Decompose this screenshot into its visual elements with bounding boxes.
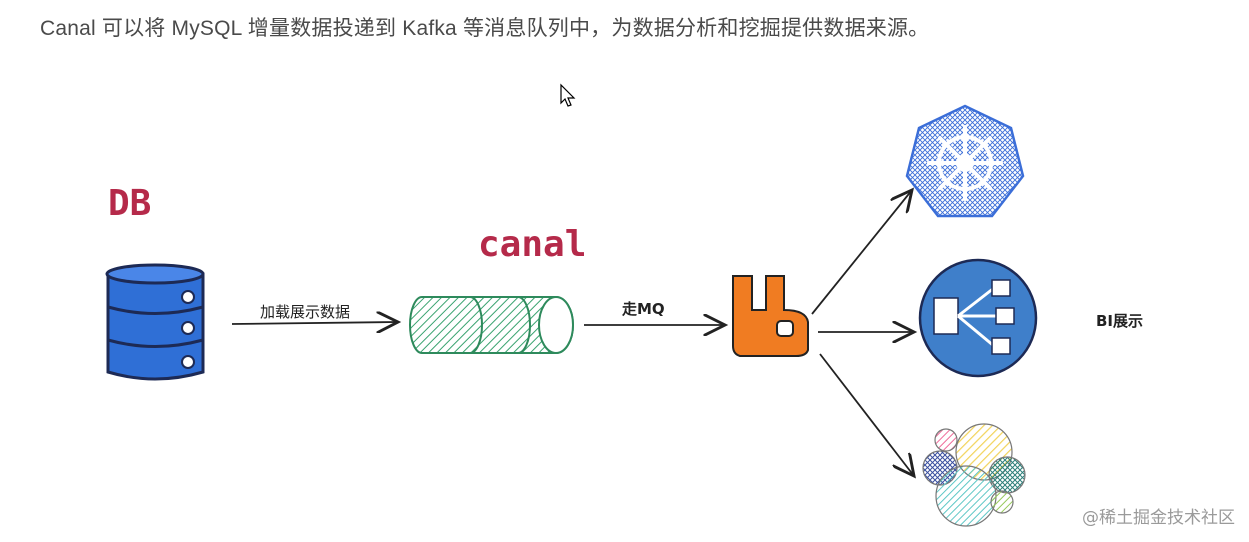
share-network-icon xyxy=(918,258,1038,378)
arrow1-label: 加载展示数据 xyxy=(260,303,350,321)
canal-pipe-icon xyxy=(409,296,574,354)
elastic-cluster-icon xyxy=(922,423,1026,527)
canal-label: canal xyxy=(478,224,586,265)
arrow-mq-to-k8s xyxy=(811,190,912,315)
arrow-mq-to-elastic xyxy=(819,353,914,476)
rabbitmq-icon xyxy=(732,275,809,357)
arrow2-label: 走MQ xyxy=(622,300,665,318)
cursor-icon xyxy=(560,83,576,107)
arrow-db-to-canal xyxy=(231,322,398,324)
watermark: @稀土掘金技术社区 xyxy=(1082,508,1235,528)
kubernetes-icon xyxy=(905,104,1025,218)
intro-text: Canal 可以将 MySQL 增量数据投递到 Kafka 等消息队列中，为数据… xyxy=(40,17,930,40)
database-icon xyxy=(105,263,205,381)
db-label: DB xyxy=(108,183,151,224)
bi-label: BI展示 xyxy=(1096,312,1143,330)
